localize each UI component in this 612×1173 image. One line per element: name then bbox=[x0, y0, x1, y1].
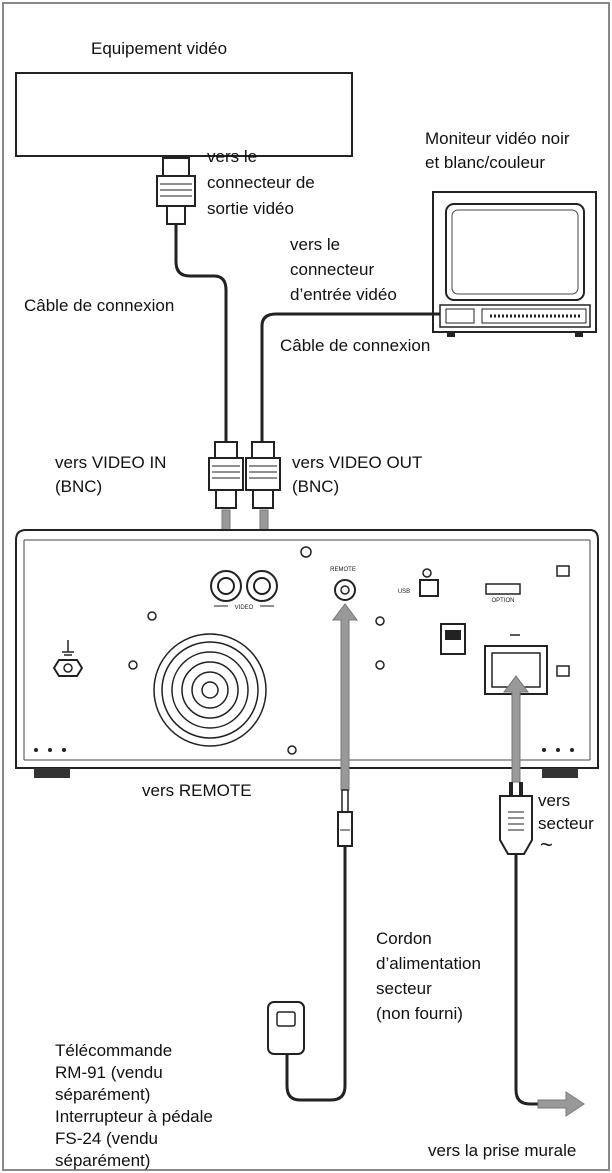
video-jacks: VIDEO bbox=[210, 570, 278, 611]
arrow-remote bbox=[332, 603, 358, 791]
bnc-connector-video-in bbox=[208, 441, 244, 509]
label-mains-line1: vers bbox=[538, 791, 571, 810]
video-jack-label: VIDEO bbox=[235, 605, 254, 611]
ground-terminal bbox=[52, 640, 84, 677]
label-remote: vers REMOTE bbox=[142, 781, 252, 800]
power-switch bbox=[440, 623, 466, 655]
label-remote-ctrl-line2: RM-91 (vendu bbox=[55, 1063, 163, 1082]
label-video-output-line3: sortie vidéo bbox=[207, 199, 294, 218]
video-equipment-box bbox=[15, 72, 353, 157]
label-video-in-line1: vers VIDEO IN bbox=[55, 453, 167, 472]
label-power-cord-line4: (non fourni) bbox=[376, 1004, 463, 1023]
option-port: OPTION bbox=[485, 583, 521, 604]
bnc-connector-video-out bbox=[245, 441, 281, 509]
label-video-input-line1: vers le bbox=[290, 235, 341, 254]
label-video-input-line2: connecteur bbox=[290, 260, 375, 279]
cable-remote bbox=[285, 846, 347, 1102]
arrow-wall-outlet bbox=[537, 1091, 585, 1117]
label-power-cord-line2: d’alimentation bbox=[376, 954, 481, 973]
label-remote-ctrl-line3: séparément) bbox=[55, 1085, 151, 1104]
label-video-out-line2: (BNC) bbox=[292, 477, 340, 496]
label-remote-ctrl-line5: FS-24 (vendu bbox=[55, 1129, 158, 1148]
label-video-in-line2: (BNC) bbox=[55, 477, 103, 496]
bnc-connector-top bbox=[156, 157, 196, 225]
label-monitor-line2: et blanc/couleur bbox=[425, 153, 546, 172]
cable-video-out-to-monitor bbox=[260, 312, 440, 442]
cable-video-out-to-in bbox=[174, 224, 228, 442]
remote-jack-label: REMOTE bbox=[330, 567, 356, 573]
label-cable-left: Câble de connexion bbox=[24, 296, 175, 315]
panel-icon bbox=[556, 665, 570, 677]
label-power-cord-line3: secteur bbox=[376, 979, 432, 998]
panel-icon bbox=[556, 565, 570, 577]
arrow-ac-inlet bbox=[503, 675, 529, 783]
usb-label: USB bbox=[398, 589, 410, 595]
power-cord-plug bbox=[499, 782, 533, 855]
usb-port: USB bbox=[398, 579, 439, 597]
remote-control-device bbox=[267, 1001, 305, 1055]
label-mains-line2: secteur bbox=[538, 814, 594, 833]
cable-power bbox=[514, 854, 546, 1106]
label-video-output-line1: vers le bbox=[207, 147, 258, 166]
unit-rear-panel bbox=[15, 529, 599, 778]
label-video-out-line1: vers VIDEO OUT bbox=[292, 453, 423, 472]
label-video-equipment: Equipement vidéo bbox=[91, 39, 228, 58]
label-remote-ctrl-line6: séparément) bbox=[55, 1151, 151, 1170]
option-label: OPTION bbox=[491, 598, 514, 604]
screw-heads bbox=[128, 546, 432, 755]
video-monitor bbox=[432, 191, 597, 337]
label-power-cord-line1: Cordon bbox=[376, 929, 432, 948]
label-remote-ctrl-line1: Télécommande bbox=[55, 1041, 173, 1060]
cooling-fan bbox=[153, 633, 267, 747]
label-mains-line3: ~ bbox=[540, 832, 553, 857]
label-video-input-line3: d’entrée vidéo bbox=[290, 285, 397, 304]
label-remote-ctrl-line4: Interrupteur à pédale bbox=[55, 1107, 213, 1126]
label-cable-right: Câble de connexion bbox=[280, 336, 431, 355]
label-monitor-line1: Moniteur vidéo noir bbox=[425, 129, 570, 148]
indicator-dots bbox=[34, 748, 574, 752]
label-wall-outlet: vers la prise murale bbox=[428, 1141, 577, 1160]
remote-mini-plug bbox=[337, 789, 353, 847]
remote-jack: REMOTE bbox=[330, 567, 356, 601]
label-video-output-line2: connecteur de bbox=[207, 173, 315, 192]
